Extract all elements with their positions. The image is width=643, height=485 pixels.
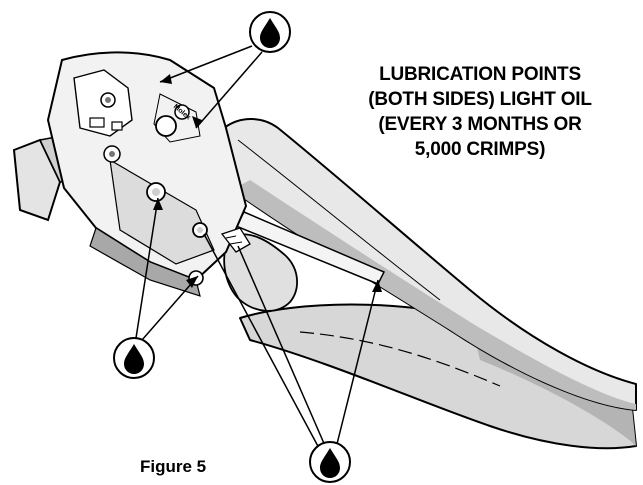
oil-drop-icon	[309, 441, 351, 483]
die-details: Molex	[89, 92, 251, 286]
leader-line	[195, 51, 263, 129]
callout-line: LUBRICATION POINTS	[379, 64, 581, 85]
leader-line	[141, 275, 199, 341]
die-frame	[12, 51, 247, 297]
arrow-head	[153, 198, 163, 210]
callout-line: (BOTH SIDES) LIGHT OIL	[368, 89, 592, 110]
oil-drop-icon	[249, 11, 291, 53]
arrow-head	[160, 74, 172, 84]
pivot-pin	[174, 104, 190, 120]
lube-point-top	[155, 115, 177, 137]
oil-drop-icon	[113, 337, 155, 379]
arrow-head	[186, 276, 198, 288]
die-hole	[105, 97, 111, 103]
die-slot	[89, 117, 105, 128]
arrow-head	[192, 116, 202, 128]
die-hole	[109, 151, 115, 157]
die-slot	[111, 121, 123, 131]
handle-insert	[223, 211, 386, 312]
leader-line	[159, 45, 253, 83]
leader-line	[203, 233, 321, 451]
callout-line: 5,000 CRIMPS)	[414, 139, 546, 160]
leader-lines	[135, 45, 382, 451]
lube-point-mid	[197, 227, 203, 233]
callout-line: (EVERY 3 MONTHS OR	[378, 114, 582, 135]
upper-handle	[223, 118, 637, 411]
lube-point-left	[152, 188, 160, 196]
leader-line	[335, 279, 379, 449]
arrow-head	[372, 280, 382, 292]
lubrication-callout: LUBRICATION POINTS (BOTH SIDES) LIGHT OI…	[330, 62, 630, 162]
leader-line	[237, 245, 327, 449]
figure-caption: Figure 5	[140, 457, 207, 476]
leader-line	[135, 197, 159, 339]
